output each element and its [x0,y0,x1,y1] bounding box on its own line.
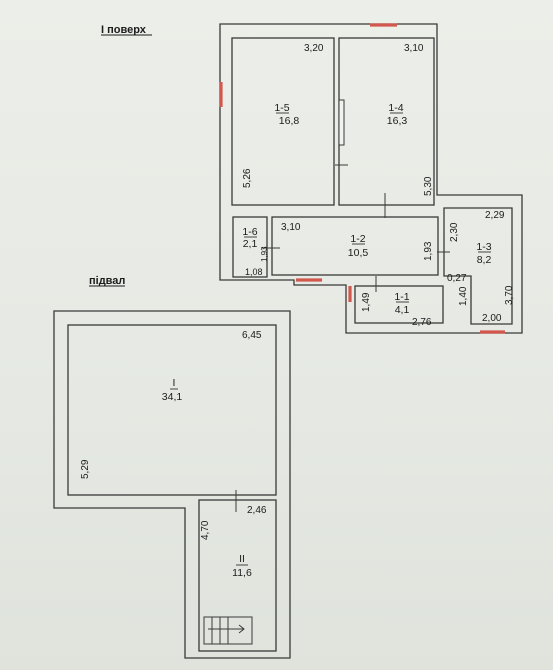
room-1-4-area: 16,3 [387,115,408,127]
basement-room-II-width: 2,46 [247,505,267,516]
room-1-6-height: 1,93 [260,246,269,262]
room-1-3-height-b: 1,40 [458,286,469,306]
basement-room-II-height: 4,70 [200,520,211,540]
basement-room-II-walls [198,499,277,652]
room-1-1-id: 1-1 [394,291,409,303]
basement-room-I-id: I [173,377,176,389]
basement-title: підвал [89,275,125,287]
room-1-2-height: 1,93 [423,241,434,261]
room-1-6-area: 2,1 [243,238,258,250]
room-1-2-area: 10,5 [348,247,369,259]
room-1-2-width: 3,10 [281,222,301,233]
room-1-2-id: 1-2 [350,233,365,245]
room-1-1-walls [354,285,444,324]
floor-title: I поверх [101,24,147,36]
basement-room-I-area: 34,1 [162,391,183,403]
room-1-6-id: 1-6 [242,226,257,238]
room-1-5-walls [231,37,335,206]
basement-room-II-area: 11,6 [232,567,252,579]
room-1-5-area: 16,8 [279,115,300,127]
room-1-3-height-c: 3,70 [504,285,515,305]
basement-room-I-width: 6,45 [242,330,262,341]
room-1-5-width: 3,20 [304,43,324,54]
basement-room-II-id: II [239,553,245,565]
room-1-3-height-a: 2,30 [449,222,460,242]
room-1-3-width: 2,29 [485,210,505,221]
room-1-3-id: 1-3 [476,241,491,253]
room-1-1-width: 2,76 [412,317,432,328]
room-1-2-walls [271,216,439,276]
room-1-3-walls [443,207,513,325]
room-1-5-height: 5,26 [242,168,253,188]
room-1-4-height: 5,30 [423,176,434,196]
room-1-4-id: 1-4 [388,102,403,114]
upper-floor-outline [219,23,523,334]
basement-room-I-height: 5,29 [80,459,91,479]
room-1-5-id: 1-5 [274,102,289,114]
door-panel [338,99,345,146]
basement-outline [53,310,291,659]
room-1-6-walls [232,216,268,278]
stairs [203,616,253,645]
room-1-3-offset: 0,27 [447,273,467,284]
basement-room-I-walls [67,324,277,496]
room-1-1-area: 4,1 [395,304,410,316]
room-1-3-width-b: 2,00 [482,313,502,324]
room-1-1-height: 1,49 [361,292,372,312]
room-1-3-area: 8,2 [477,254,492,266]
room-1-4-width: 3,10 [404,43,424,54]
room-1-6-width: 1,08 [245,267,263,277]
